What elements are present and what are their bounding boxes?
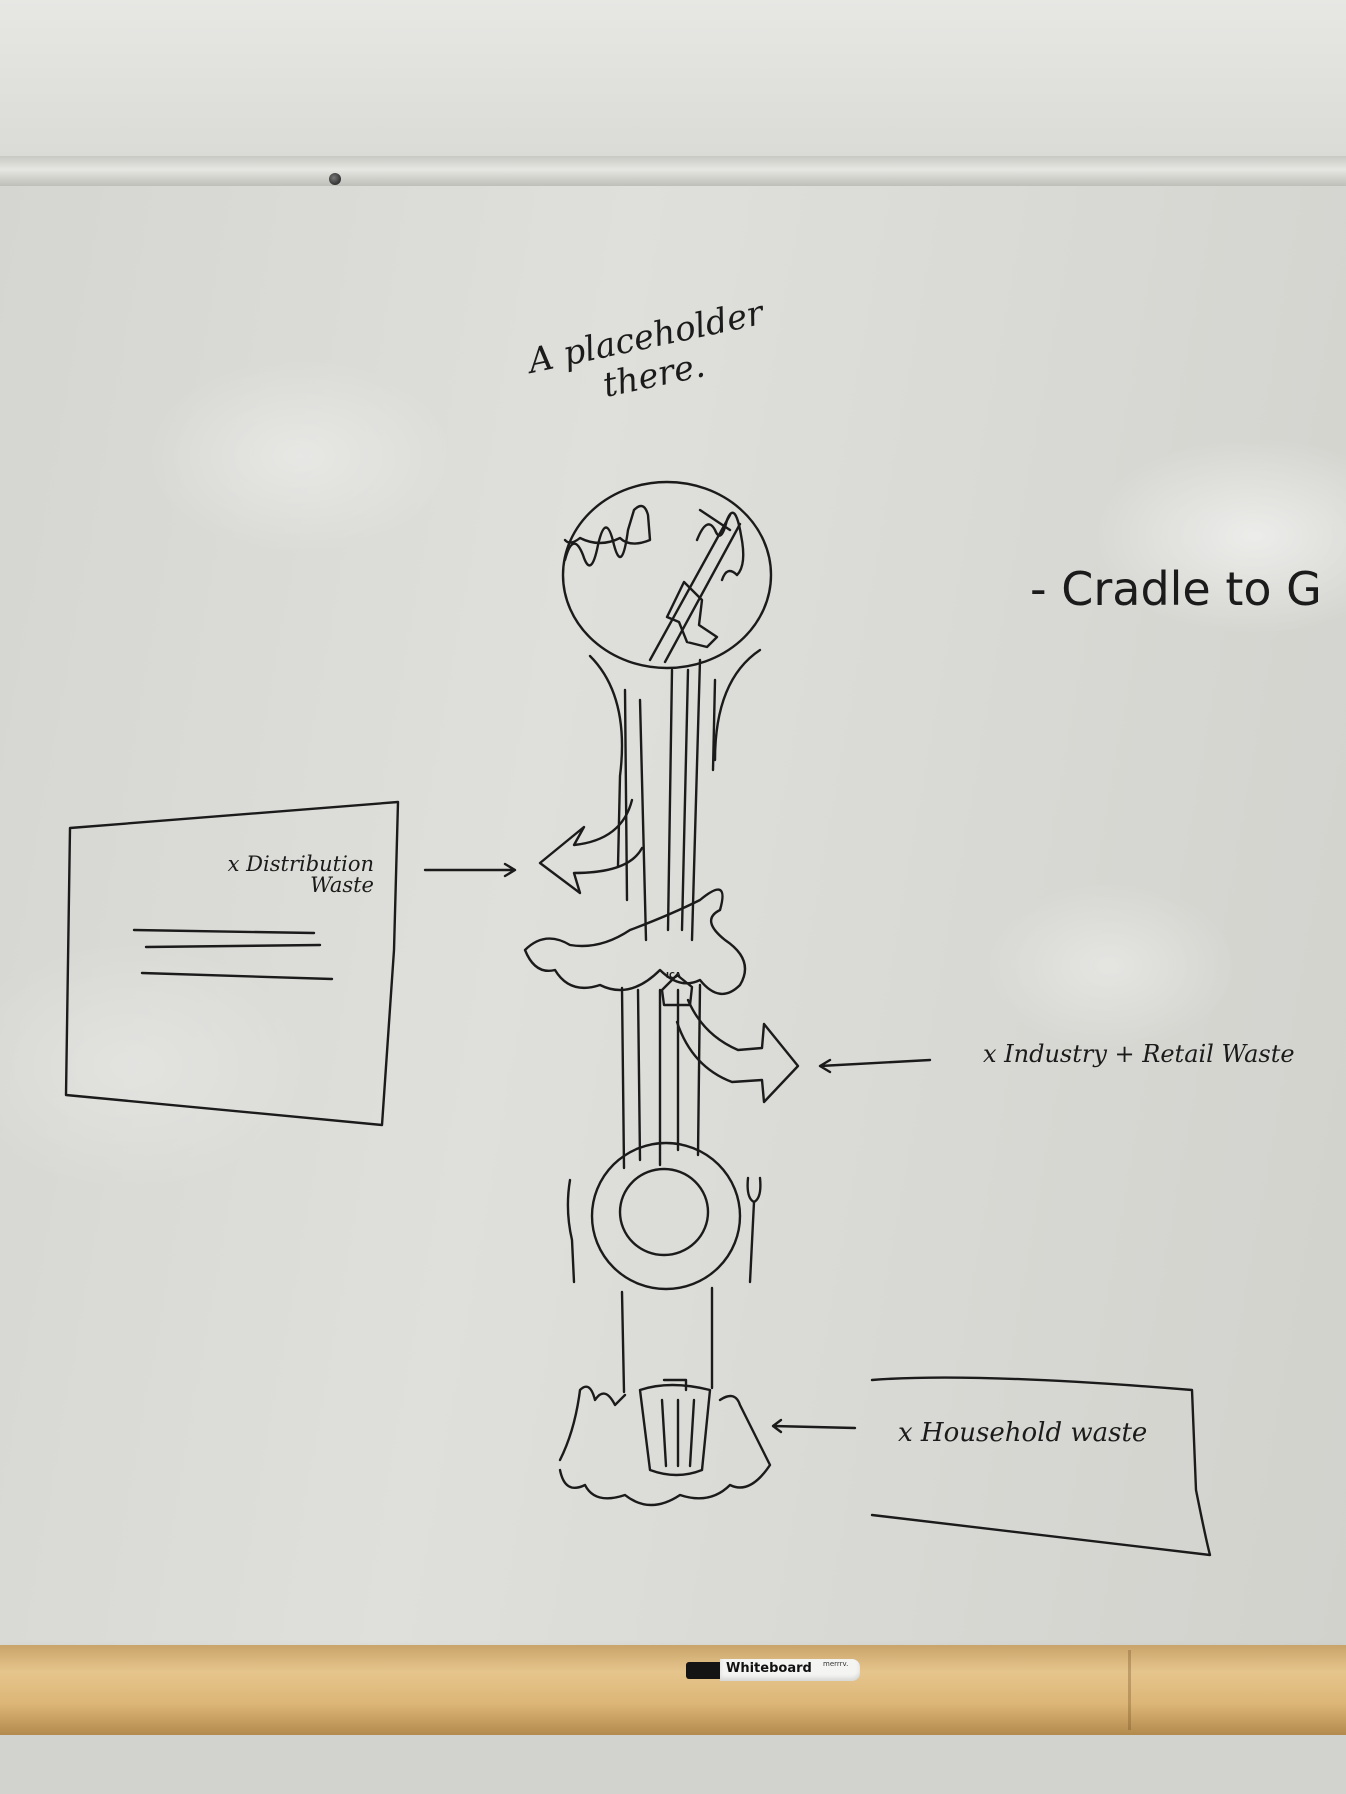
- supply-chain-pipe: [588, 648, 762, 1394]
- fork-icon: [746, 1176, 762, 1284]
- household-note-box: [870, 1376, 1212, 1557]
- whiteboard-surface: [0, 186, 1346, 1646]
- wall-bottom: [0, 1735, 1346, 1794]
- trash-can-icon: [558, 1378, 772, 1507]
- store-sign-label: ICA: [666, 971, 682, 980]
- marker-tray: [0, 1645, 1346, 1735]
- marker-cap: [686, 1662, 720, 1679]
- distribution-note-box: [64, 800, 400, 1127]
- land-mass-outline: [523, 888, 747, 995]
- marker-body: [720, 1659, 860, 1681]
- rail-screw: [329, 173, 341, 185]
- earth-globe-icon: [561, 480, 773, 670]
- wall: [0, 0, 1346, 160]
- store-icon: [660, 973, 694, 1007]
- connector-arrows: [423, 862, 932, 1434]
- marker-label: Whiteboard: [726, 1661, 812, 1676]
- marker-brand: merrrv.: [823, 1660, 849, 1668]
- cradle-side-note: - Cradle to G: [1030, 562, 1322, 616]
- plate-icon: [590, 1141, 742, 1291]
- industry-retail-waste-label: x Industry + Retail Waste: [983, 1040, 1295, 1068]
- tray-joint: [1128, 1650, 1131, 1730]
- right-arrow-icon: [675, 998, 800, 1104]
- curved-arrow-icon: [538, 798, 644, 895]
- household-waste-label: x Household waste: [898, 1418, 1148, 1448]
- whiteboard-top-rail: [0, 156, 1346, 186]
- whiteboard-marker: Whiteboard merrrv.: [686, 1659, 866, 1681]
- knife-icon: [566, 1178, 576, 1284]
- distribution-waste-label: x Distribution Waste: [227, 852, 374, 897]
